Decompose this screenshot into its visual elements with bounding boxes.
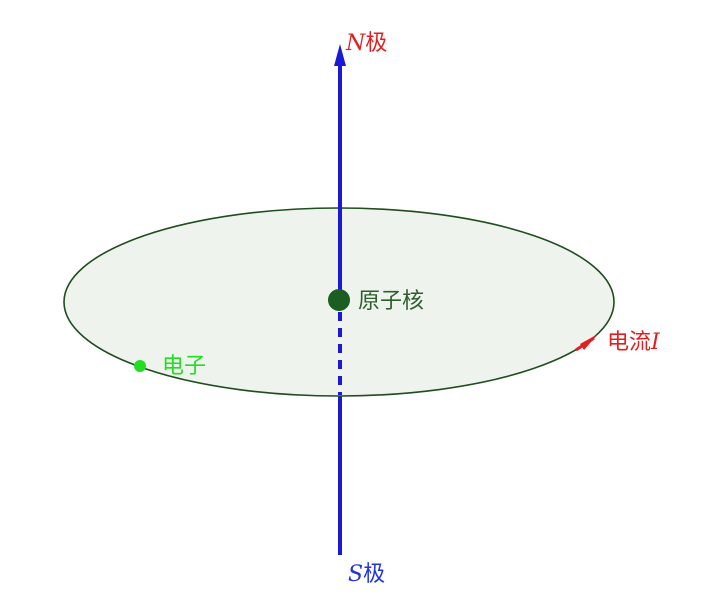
nucleus-dot <box>328 289 350 311</box>
current-label-text: 电流 <box>607 330 651 355</box>
north-arrow-icon <box>334 44 346 66</box>
electron-label: 电子 <box>162 354 206 379</box>
south-pole-char: 极 <box>363 562 385 587</box>
north-pole-letter: N <box>345 31 366 56</box>
north-pole-char: 极 <box>365 31 387 56</box>
south-pole-letter: S <box>348 562 363 587</box>
north-pole-label: N极 <box>345 31 387 56</box>
electron-dot <box>134 360 146 372</box>
south-pole-label: S极 <box>348 562 385 587</box>
current-label: 电流I <box>607 330 661 355</box>
current-arrow-shaft <box>575 336 595 352</box>
nucleus-label: 原子核 <box>358 289 424 314</box>
current-label-letter: I <box>650 330 661 355</box>
